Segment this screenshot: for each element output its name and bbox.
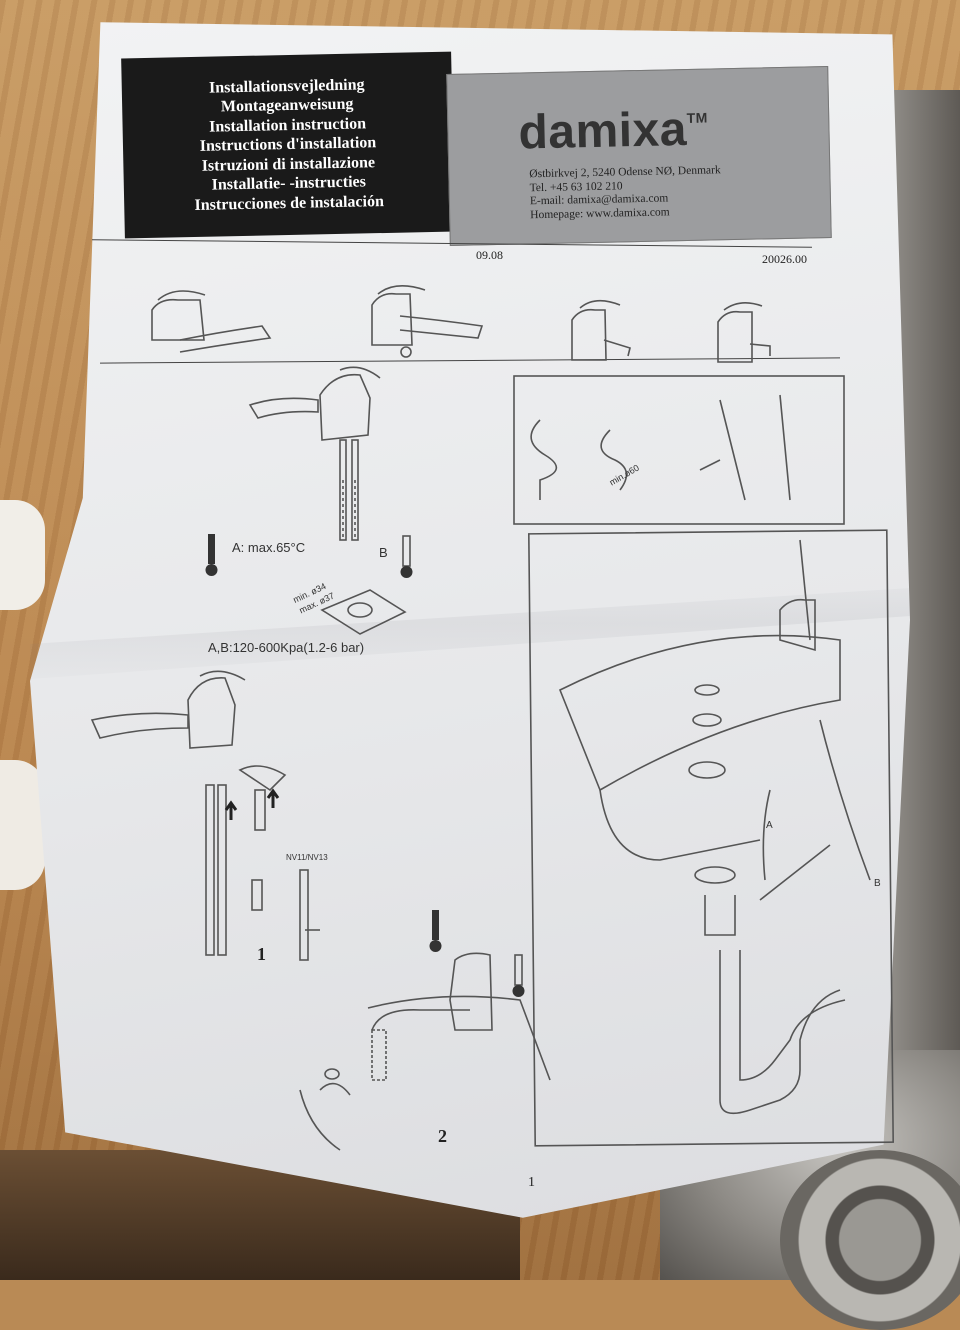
tool-size-label: NV11/NV13 — [286, 853, 328, 862]
towel — [0, 500, 45, 610]
title-es: Instrucciones de instalación — [194, 192, 385, 214]
company-block: damixaTM Østbirkvej 2, 5240 Odense NØ, D… — [446, 66, 832, 246]
hot-water-label: A: max.65°C — [232, 540, 306, 555]
hose-b-label: B — [874, 878, 881, 889]
company-address: Østbirkvej 2, 5240 Odense NØ, Denmark Te… — [529, 164, 721, 222]
step-2-number: 2 — [438, 1126, 447, 1146]
page-number: 1 — [528, 1175, 535, 1190]
doc-date: 09.08 — [476, 248, 503, 262]
title-block: Installationsvejledning Montageanweisung… — [121, 51, 455, 239]
towel — [0, 760, 45, 890]
sink-drain — [780, 1150, 960, 1330]
brand-logo: damixaTM — [517, 102, 709, 160]
step-1-number: 1 — [257, 944, 266, 964]
pressure-label: A,B:120-600Kpa(1.2-6 bar) — [208, 640, 365, 655]
cold-water-label: B — [379, 545, 388, 560]
doc-code: 20026.00 — [762, 252, 807, 266]
hose-a-label: A — [766, 820, 773, 831]
